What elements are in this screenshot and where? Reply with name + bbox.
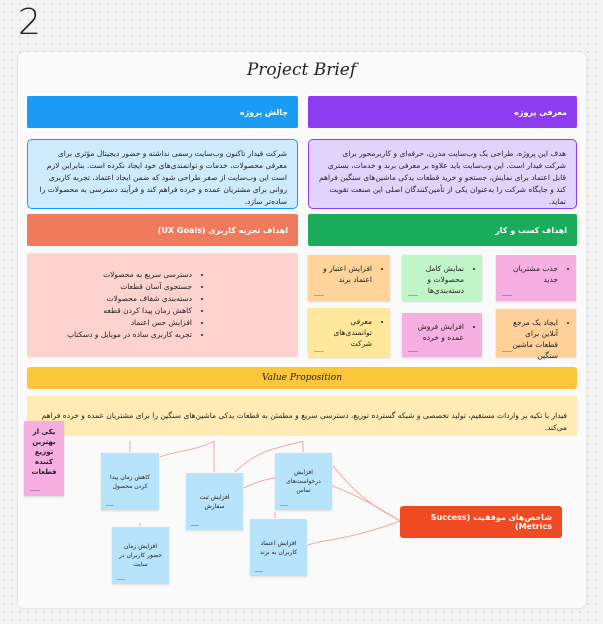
intro-box: هدف این پروژه، طراحی یک وب‌سایت مدرن، حر… <box>308 139 577 209</box>
page-number: 2 <box>18 2 41 43</box>
challenge-box: شرکت فیدار تاکنون وب‌سایت رسمی نداشته و … <box>27 139 298 209</box>
metric-note[interactable]: افزایش زمان حضور کاربران در سایت <box>112 527 169 584</box>
challenge-header: چالش پروژه <box>27 96 298 128</box>
business-goals-header: اهداف کسب و کار <box>308 214 577 246</box>
business-goal-note[interactable]: افزایش اعتبار و اعتماد برند <box>308 255 390 301</box>
success-metrics-header: شاخص‌های موفقیت (Success Metrics) <box>400 506 562 538</box>
ux-goals-header: اهداف تجربه کاربری (UX Goals) <box>27 214 298 246</box>
metric-text: کاهش زمان پیدا کردن محصول <box>110 473 150 490</box>
metric-text: افزایش ثبت سفارش <box>199 493 230 510</box>
intro-header: معرفی پروژه <box>308 96 577 128</box>
metric-note[interactable]: افزایش اعتماد کاربران به برند <box>250 519 307 576</box>
metric-note[interactable]: افزایش درخواست‌های تماس <box>275 453 332 510</box>
business-goal-text: نمایش کامل محصولات و دسته‌بندی‌ها <box>410 263 464 296</box>
ux-goal-item: افزایش حس اعتماد <box>39 317 192 329</box>
ux-goal-item: دسترسی سریع به محصولات <box>39 269 192 281</box>
metric-text: افزایش درخواست‌های تماس <box>286 469 321 494</box>
metric-note[interactable]: کاهش زمان پیدا کردن محصول <box>101 453 159 510</box>
ux-goal-item: تجربه کاربری ساده در موبایل و دسکتاپ <box>39 329 192 341</box>
ux-goals-box: دسترسی سریع به محصولات جستجوی آسان قطعات… <box>27 253 298 357</box>
ux-goal-item: جستجوی آسان قطعات <box>39 281 192 293</box>
business-goal-note[interactable]: جذب مشتریان جدید <box>496 255 576 301</box>
metric-text: افزایش زمان حضور کاربران در سایت <box>119 543 162 568</box>
ux-goal-item: دسته‌بندی شفاف محصولات <box>39 293 192 305</box>
business-goal-text: افزایش فروش عمده و خرده <box>410 321 464 343</box>
ux-goal-item: کاهش زمان پیدا کردن قطعه <box>39 305 192 317</box>
business-goal-text: جذب مشتریان جدید <box>504 263 558 285</box>
value-proposition-box: فیدار با تکیه بر واردات مستقیم، تولید تخ… <box>27 396 577 436</box>
value-proposition-header: Value Proposition <box>27 367 577 389</box>
business-goal-note[interactable]: افزایش فروش عمده و خرده <box>402 313 482 357</box>
metric-note[interactable]: افزایش ثبت سفارش <box>186 473 243 530</box>
ux-goals-list: دسترسی سریع به محصولات جستجوی آسان قطعات… <box>39 269 204 341</box>
business-goal-text: افزایش اعتبار و اعتماد برند <box>316 263 372 285</box>
brief-title: Project Brief <box>246 60 357 80</box>
value-side-note[interactable]: یکی از بهترین توزیع کننده قطعات <box>24 421 64 496</box>
metric-text: افزایش اعتماد کاربران به برند <box>259 539 298 556</box>
business-goal-text: ایجاد یک مرجع آنلاین برای قطعات ماشین سن… <box>504 317 558 361</box>
business-goal-note[interactable]: نمایش کامل محصولات و دسته‌بندی‌ها <box>402 255 482 301</box>
business-goal-note[interactable]: ایجاد یک مرجع آنلاین برای قطعات ماشین سن… <box>496 309 576 360</box>
business-goal-text: معرفی توانمندی‌های شرکت <box>316 316 372 349</box>
business-goal-note[interactable]: معرفی توانمندی‌های شرکت <box>308 308 390 357</box>
